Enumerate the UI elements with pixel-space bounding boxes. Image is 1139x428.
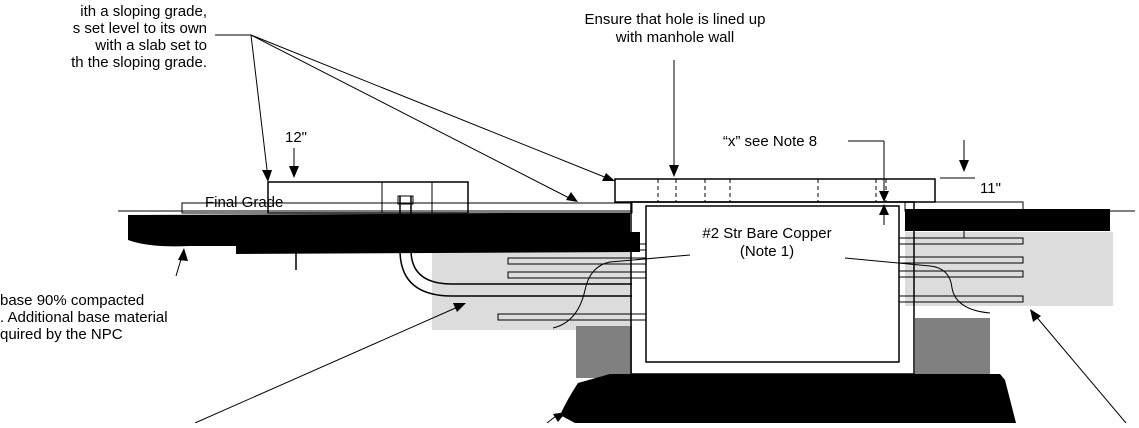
base-note-line-3: quired by the NPC xyxy=(0,326,123,343)
dim-12-label: 12" xyxy=(285,129,307,146)
soil-left xyxy=(128,213,640,254)
base-note-arrowhead xyxy=(178,248,188,261)
hole-note-line-2: with manhole wall xyxy=(615,29,734,46)
soil-right xyxy=(905,209,1110,231)
slab-leader xyxy=(546,415,557,424)
pull-box-lid xyxy=(267,181,469,214)
ground-leader xyxy=(1033,313,1127,424)
slab-note-leader-3 xyxy=(250,34,613,181)
ground-leader-arrowhead xyxy=(1030,309,1041,322)
slab-note-line-3: with a slab set to xyxy=(94,37,207,54)
ground-bars-right xyxy=(898,237,1024,303)
conduit-sweep-inner xyxy=(410,196,632,285)
hole-note-arrowhead xyxy=(669,165,679,177)
grade-slab-right xyxy=(904,201,1024,212)
base-note-line-1: base 90% compacted xyxy=(0,292,144,309)
slab-leader-arrowhead xyxy=(553,412,566,422)
bottom-slab xyxy=(560,374,1016,423)
base-note-line-2: . Additional base material xyxy=(0,309,168,326)
dim-12-arrowhead xyxy=(289,166,299,178)
arrowhead-1 xyxy=(262,170,272,182)
arrowhead-2 xyxy=(566,192,578,202)
ground-bars-left xyxy=(497,243,647,321)
x-note-label: “x” see Note 8 xyxy=(723,133,817,150)
slab-note-line-1: ith a sloping grade, xyxy=(80,3,207,20)
x-note-arrowhead-down xyxy=(879,191,889,202)
copper-label-line-2: (Note 1) xyxy=(740,243,794,260)
copper-label-line-1: #2 Str Bare Copper xyxy=(702,225,831,242)
conduit-stub xyxy=(397,195,414,205)
copper-wire-left xyxy=(552,254,691,329)
slab-note-line-2: s set level to its own xyxy=(73,20,207,37)
x-note-arrowhead-up xyxy=(879,204,889,215)
footing-right xyxy=(915,318,990,376)
slab-note-leader-1 xyxy=(250,34,269,179)
gravel-base-right xyxy=(905,232,1113,306)
conduit-sweep-outer xyxy=(399,196,632,297)
slab-note-line-4: th the sloping grade. xyxy=(71,54,207,71)
footing-left xyxy=(576,326,632,378)
conduit-leader xyxy=(194,305,461,424)
dim-11-label: 11" xyxy=(980,180,1001,197)
conduit-leader-arrowhead xyxy=(453,303,466,312)
copper-wire-right xyxy=(844,257,991,314)
gravel-base-left xyxy=(432,250,632,330)
hole-note-line-1: Ensure that hole is lined up xyxy=(585,11,766,28)
manhole-lid xyxy=(614,178,936,203)
final-grade-label: Final Grade xyxy=(205,194,283,211)
slab-note-leader-2 xyxy=(250,34,576,202)
manhole-inner-wall xyxy=(645,205,900,363)
manhole-outer-wall xyxy=(630,201,915,375)
arrowhead-3 xyxy=(602,173,615,181)
dim-11-arrowhead xyxy=(959,160,969,172)
